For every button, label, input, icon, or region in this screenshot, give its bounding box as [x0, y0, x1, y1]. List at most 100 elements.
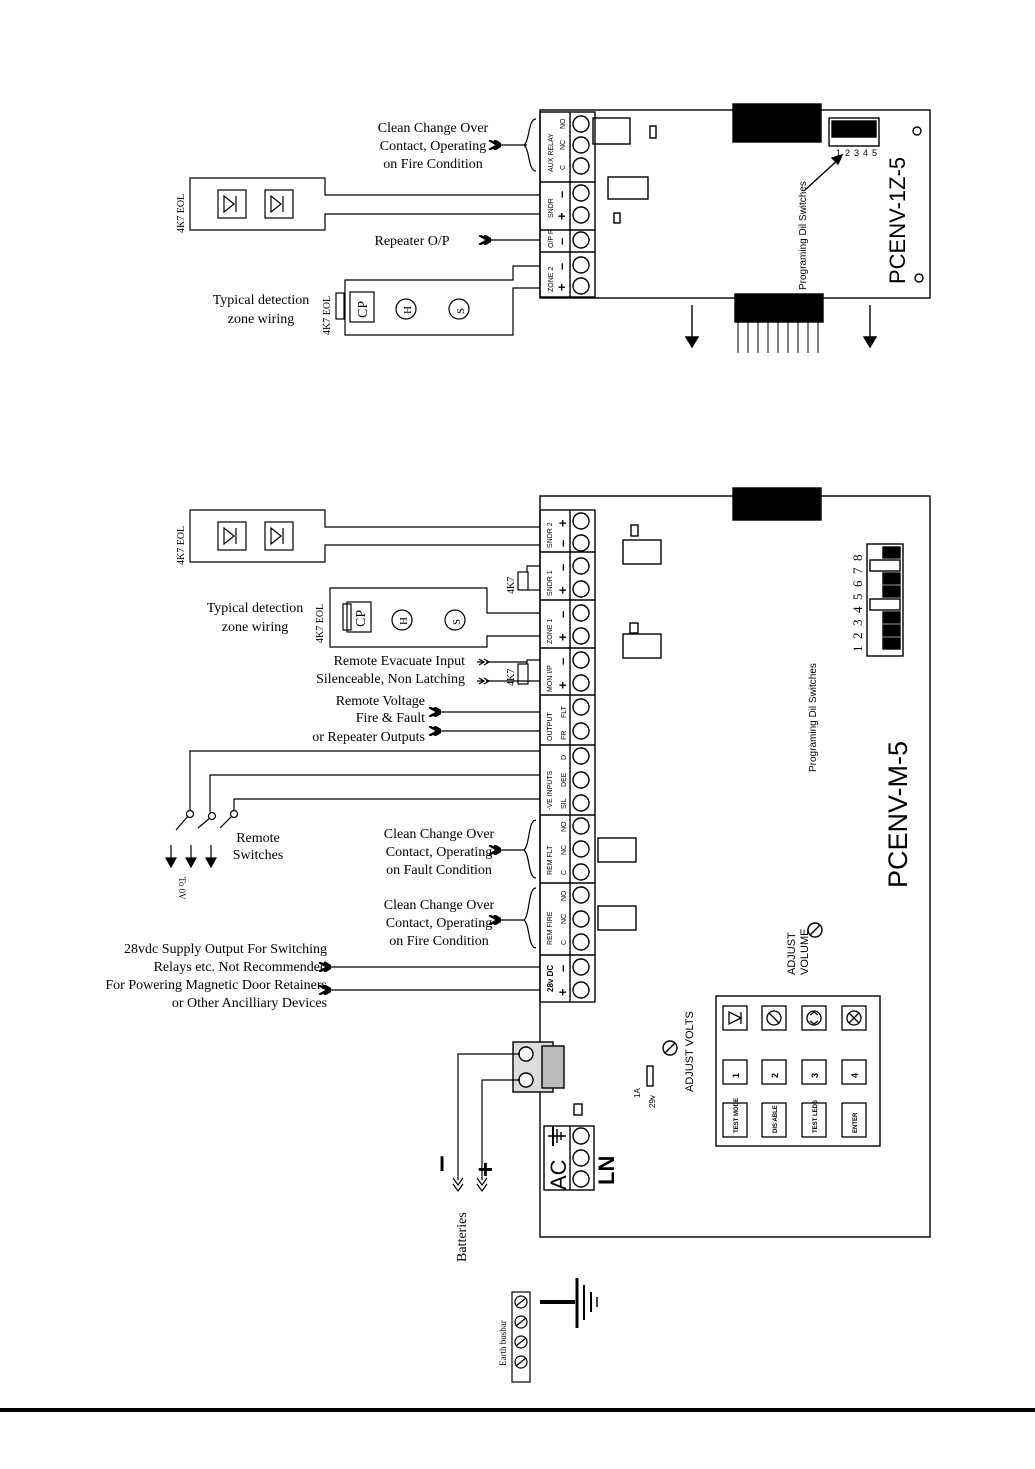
- dil-number: 4: [863, 148, 868, 158]
- terminal-label: FLT: [561, 705, 568, 718]
- terminal-label: +: [554, 283, 569, 291]
- terminal-label: +: [555, 519, 570, 527]
- device-label: S: [455, 308, 467, 314]
- fire-callout-line: Clean Change Over: [384, 898, 495, 913]
- zone-board-wiring: [189, 118, 540, 336]
- key-number: 4: [850, 1073, 860, 1078]
- terminal-label: –: [554, 191, 569, 198]
- terminal-group-label: SNDR 1: [547, 570, 554, 596]
- sounder-eol-label: 4K7 EOL: [176, 526, 187, 565]
- earth-busbar-label: Earth busbar: [498, 1320, 508, 1366]
- main-board-dil-caption: Programing Dil Switches: [808, 663, 819, 772]
- flt-callout-line: Clean Change Over: [384, 827, 495, 842]
- supply-callout-line: or Other Ancilliary Devices: [172, 996, 327, 1011]
- aux-callout-line: Clean Change Over: [378, 121, 489, 136]
- dil-number: 7: [850, 567, 865, 574]
- mon-callout-line: Silenceable, Non Latching: [316, 672, 465, 687]
- mon-callout-line: Remote Evacuate Input: [334, 654, 466, 669]
- ac-label: AC: [546, 1159, 571, 1190]
- terminal-label: –: [555, 965, 570, 972]
- dil-number: 4: [850, 606, 865, 613]
- ln-label: LN: [594, 1156, 619, 1185]
- adjust-volts-label: ADJUST VOLTS: [684, 1011, 696, 1092]
- aux-callout-line: on Fire Condition: [383, 157, 483, 172]
- device-label: S: [451, 619, 463, 625]
- supply-callout-line: Relays etc. Not Recommended: [154, 960, 327, 975]
- switch-label: Remote: [236, 831, 280, 846]
- key-number: 2: [770, 1073, 780, 1078]
- dil-number: 8: [850, 555, 865, 562]
- terminal-label: –: [555, 611, 570, 618]
- supply-callout-line: 28vdc Supply Output For Switching: [124, 942, 327, 957]
- terminal-group-label: ZONE 1: [547, 619, 554, 644]
- terminal-label: +: [555, 681, 570, 689]
- adjust-volume-label: ADJUST: [786, 932, 798, 975]
- dil-number: 6: [850, 580, 865, 587]
- terminal-group-label: ZONE 2: [548, 267, 555, 292]
- terminal-group-label: SNDR 2: [547, 522, 554, 548]
- flt-callout-line: Contact, Operating: [386, 845, 493, 860]
- main-board-model: PCENV-M-5: [883, 741, 913, 888]
- key-label: TEST LEDS: [813, 1100, 819, 1133]
- terminal-label: –: [555, 658, 570, 665]
- terminal-group-label: SNDR: [548, 198, 555, 218]
- device-label: CP: [354, 610, 369, 627]
- terminal-label: +: [555, 633, 570, 641]
- resistor-label: 4K7: [506, 669, 517, 686]
- terminal-label: NO: [561, 890, 568, 901]
- main-board: [512, 487, 931, 1238]
- key-number: 1: [731, 1073, 741, 1078]
- terminal-label: C: [561, 870, 568, 875]
- aux-callout-line: Contact, Operating: [380, 139, 487, 154]
- fire-callout-line: Contact, Operating: [386, 916, 493, 931]
- zone-caption-line: Typical detection: [213, 293, 310, 308]
- terminal-group-label: REM FIRE: [547, 911, 554, 945]
- dil-number: 2: [850, 633, 865, 640]
- fire-callout-line: on Fire Condition: [389, 934, 489, 949]
- dil-number: 3: [850, 620, 865, 627]
- terminal-label: +: [555, 988, 570, 996]
- terminal-label: NC: [560, 140, 567, 150]
- output-callout-line: or Repeater Outputs: [312, 730, 425, 745]
- output-callout-line: Fire & Fault: [356, 711, 425, 726]
- fuse-label: 1A: [633, 1088, 642, 1098]
- key-label: ENTER: [853, 1112, 859, 1133]
- zero-volt-label: To 0V: [177, 877, 187, 900]
- terminal-group-label: -VE INPUTS: [547, 770, 554, 810]
- adjust-volume-label: VOLUME: [799, 929, 811, 975]
- switch-label: Switches: [233, 848, 284, 863]
- repeater-label: Repeater O/P: [374, 234, 449, 249]
- terminal-group-label: O/P R: [548, 229, 555, 248]
- dil-number: 1: [850, 646, 865, 653]
- sounder-eol-label: 4K7 EOL: [176, 194, 187, 233]
- dil-number: 3: [854, 148, 859, 158]
- output-callout-line: Remote Voltage: [336, 694, 425, 709]
- flt-callout-line: on Fault Condition: [386, 863, 492, 878]
- dil-number: 5: [850, 594, 865, 601]
- terminal-label: –: [554, 238, 569, 245]
- terminal-label: C: [561, 940, 568, 945]
- keypad: [722, 1005, 867, 1138]
- dil-number: 2: [845, 148, 850, 158]
- terminal-label: NC: [561, 914, 568, 924]
- zone-board-dil-caption: Programing Dil Switches: [798, 181, 809, 290]
- batteries-label: Batteries: [455, 1212, 470, 1262]
- terminal-label: DEE: [561, 772, 568, 787]
- device-label: H: [398, 617, 410, 625]
- terminal-group-label: AUX RELAY: [548, 133, 555, 172]
- zone-caption-line: Typical detection: [207, 601, 304, 616]
- terminal-label: –: [554, 263, 569, 270]
- resistor-label: 4K7: [506, 577, 517, 594]
- main-board-wiring: [164, 509, 598, 1383]
- terminal-group-label: MON I/P: [547, 665, 554, 692]
- zone-board-model: PCENV-1Z-5: [885, 157, 910, 284]
- zone-eol-label: 4K7 EOL: [315, 604, 326, 643]
- terminal-group-label: REM FLT: [547, 845, 554, 875]
- terminal-label: D: [561, 755, 568, 760]
- terminal-label: NO: [561, 821, 568, 832]
- terminal-group-label: 28v DC: [546, 965, 555, 992]
- terminal-label: NO: [560, 118, 567, 129]
- terminal-label: –: [555, 564, 570, 571]
- dil-number: 1: [836, 148, 841, 158]
